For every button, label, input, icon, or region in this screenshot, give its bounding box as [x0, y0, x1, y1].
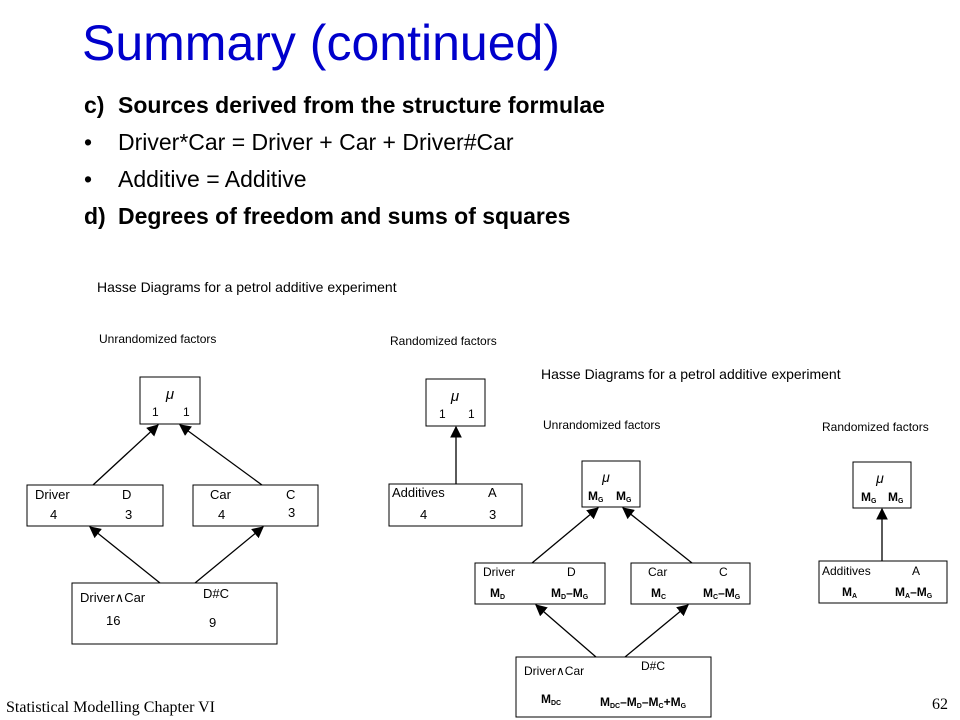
right-hasse-figure: Hasse Diagrams for a petrol additive exp… [474, 366, 948, 718]
driver-car-ss-adjusted: MDC–MD–MC+MG [600, 695, 687, 710]
mu-symbol: μ [601, 469, 610, 485]
driver-car-df: 9 [209, 615, 216, 630]
mu-right-value: 1 [468, 407, 475, 421]
left-driver-car-node: Driver∧Car D#C 16 9 [71, 582, 278, 645]
right-unrandomized-label: Unrandomized factors [543, 418, 660, 432]
bullet-marker: • [84, 166, 93, 192]
slide-title: Summary (continued) [82, 15, 560, 71]
driver-car-name: Driver∧Car [524, 664, 584, 678]
left-hasse-figure: Hasse Diagrams for a petrol additive exp… [26, 279, 523, 645]
bullet-text: Additive = Additive [118, 166, 307, 192]
additives-df: 3 [489, 507, 496, 522]
left-randomized-mu-node: μ 1 1 [425, 378, 486, 427]
additives-abbr: A [488, 485, 497, 500]
left-figure-title: Hasse Diagrams for a petrol additive exp… [97, 279, 397, 295]
right-driver-node: Driver D MD MD–MG [474, 562, 606, 605]
mu-left-value: 1 [152, 405, 159, 419]
left-driver-node: Driver D 4 3 [26, 484, 164, 527]
bullet-text: Driver*Car = Driver + Car + Driver#Car [118, 129, 514, 155]
car-ss: MC [651, 586, 666, 601]
right-randomized-mu-node: μ MG MG [852, 461, 912, 509]
additives-ss: MA [842, 585, 857, 600]
mu-left-value: 1 [439, 407, 446, 421]
car-ss-adjusted: MC–MG [703, 586, 741, 601]
driver-car-abbr: D#C [641, 659, 665, 673]
car-abbr: C [286, 487, 295, 502]
arrow-dc-to-driver [535, 604, 597, 658]
driver-abbr: D [567, 565, 576, 579]
car-abbr: C [719, 565, 728, 579]
arrow-car-to-mu [622, 507, 693, 564]
mu-right-value: MG [888, 490, 904, 505]
arrow-driver-to-mu [92, 424, 159, 486]
bullet-marker: • [84, 129, 93, 155]
additives-abbr: A [912, 564, 920, 578]
driver-ss-adjusted: MD–MG [551, 586, 589, 601]
left-randomized-label: Randomized factors [390, 334, 497, 348]
driver-df: 3 [125, 507, 132, 522]
driver-name: Driver [483, 565, 515, 579]
driver-car-name: Driver∧Car [80, 590, 146, 605]
additives-levels: 4 [420, 507, 427, 522]
driver-ss: MD [490, 586, 505, 601]
left-additives-node: Additives A 4 3 [388, 483, 523, 527]
mu-left-value: MG [861, 490, 877, 505]
left-car-node: Car C 4 3 [192, 484, 319, 527]
left-mu-node: μ 1 1 [139, 376, 201, 425]
arrow-driver-to-mu [531, 507, 599, 564]
right-randomized-label: Randomized factors [822, 420, 929, 434]
driver-name: Driver [35, 487, 70, 502]
mu-left-value: MG [588, 489, 604, 504]
mu-symbol: μ [875, 470, 884, 486]
driver-car-abbr: D#C [203, 586, 229, 601]
bullet-text: Degrees of freedom and sums of squares [118, 203, 571, 229]
arrow-dc-to-car [194, 526, 264, 584]
arrow-car-to-mu [179, 424, 263, 486]
footer-course: Statistical Modelling Chapter VI [6, 699, 216, 716]
arrow-dc-to-car [624, 604, 689, 658]
right-mu-node: μ MG MG [581, 460, 641, 508]
right-figure-title: Hasse Diagrams for a petrol additive exp… [541, 366, 841, 382]
mu-symbol: μ [165, 386, 174, 403]
driver-car-ss: MDC [541, 692, 561, 707]
car-levels: 4 [218, 507, 225, 522]
additives-name: Additives [392, 485, 445, 500]
driver-levels: 4 [50, 507, 57, 522]
car-name: Car [210, 487, 232, 502]
driver-abbr: D [122, 487, 131, 502]
driver-car-levels: 16 [106, 613, 120, 628]
arrow-dc-to-driver [89, 526, 161, 584]
right-car-node: Car C MC MC–MG [630, 562, 751, 605]
left-unrandomized-label: Unrandomized factors [99, 332, 216, 346]
mu-right-value: MG [616, 489, 632, 504]
right-driver-car-node: Driver∧Car D#C MDC MDC–MD–MC+MG [515, 656, 712, 718]
page-number: 62 [932, 696, 948, 713]
bullet-marker: d) [84, 203, 106, 229]
bullet-marker: c) [84, 92, 105, 118]
bullet-text: Sources derived from the structure formu… [118, 92, 605, 118]
car-name: Car [648, 565, 667, 579]
additives-name: Additives [822, 564, 871, 578]
mu-right-value: 1 [183, 405, 190, 419]
right-additives-node: Additives A MA MA–MG [818, 560, 948, 604]
car-df: 3 [288, 505, 295, 520]
mu-symbol: μ [450, 388, 459, 405]
additives-ss-adjusted: MA–MG [895, 585, 933, 600]
